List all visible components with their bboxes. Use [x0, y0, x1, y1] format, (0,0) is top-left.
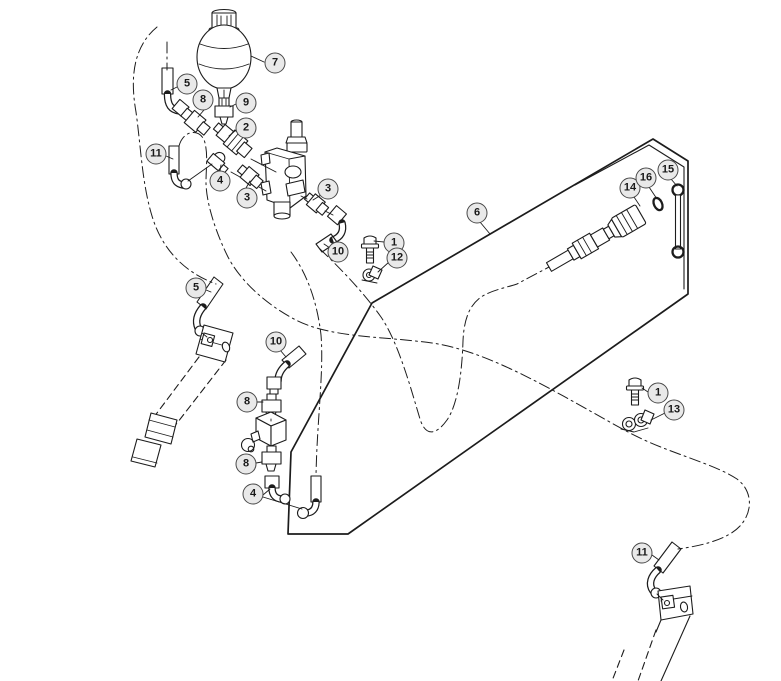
- hose-end-10-bottom: [266, 345, 307, 395]
- elbow-4-top: [206, 151, 229, 175]
- solenoid-valve: [240, 411, 287, 453]
- valve-block: [260, 119, 308, 220]
- callout-10-top[interactable]: 10: [327, 241, 349, 263]
- bolt-1-top: [360, 235, 380, 264]
- hose-end-10-top: [315, 205, 348, 253]
- hose-end-11-top: [168, 145, 192, 190]
- callout-9[interactable]: 9: [235, 92, 257, 114]
- accumulator: [196, 8, 252, 99]
- bolt-1-right: [625, 377, 645, 406]
- callout-8-bottom[interactable]: 8: [235, 453, 257, 475]
- charge-valve-fitting-9: [214, 89, 234, 125]
- callout-1-right[interactable]: 1: [647, 382, 669, 404]
- clamp-13: [620, 409, 655, 433]
- callout-4-top[interactable]: 4: [209, 170, 231, 192]
- callout-13[interactable]: 13: [663, 399, 685, 421]
- callout-4-bottom[interactable]: 4: [242, 483, 264, 505]
- callout-6[interactable]: 6: [466, 202, 488, 224]
- callout-2[interactable]: 2: [235, 117, 257, 139]
- fitting-3-left: [236, 164, 264, 190]
- callout-8-mid[interactable]: 8: [236, 391, 258, 413]
- fitting-8-bottom: [261, 445, 282, 472]
- callout-15[interactable]: 15: [657, 159, 679, 181]
- callout-11-bottom[interactable]: 11: [631, 542, 653, 564]
- callout-10-bottom[interactable]: 10: [265, 331, 287, 353]
- hose-routing-lines: [132, 26, 750, 550]
- callout-3-left[interactable]: 3: [236, 187, 258, 209]
- callout-5-bottom[interactable]: 5: [185, 277, 207, 299]
- pin-15: [671, 183, 685, 259]
- callout-16[interactable]: 16: [635, 167, 657, 189]
- callout-14[interactable]: 14: [619, 177, 641, 199]
- panel-outline: [287, 138, 689, 535]
- coupler-assembly-14: [545, 204, 647, 272]
- callout-5-top[interactable]: 5: [176, 73, 198, 95]
- elbow-hose-end-4-right: [296, 475, 322, 520]
- callout-3-right[interactable]: 3: [317, 178, 339, 200]
- callout-12[interactable]: 12: [386, 247, 408, 269]
- assembly-lines: [187, 158, 664, 601]
- cylinder-left: [130, 324, 234, 468]
- callout-leaders: [165, 55, 678, 561]
- elbow-4-bottom: [264, 475, 291, 505]
- callout-8-top[interactable]: 8: [192, 89, 214, 111]
- phantom-lines: [150, 356, 657, 681]
- o-ring-16: [652, 196, 664, 212]
- fitting-8-top: [180, 107, 211, 136]
- clamp-12: [361, 265, 383, 284]
- callout-11-top[interactable]: 11: [145, 143, 167, 165]
- callout-7[interactable]: 7: [264, 52, 286, 74]
- cylinder-right: [655, 585, 694, 681]
